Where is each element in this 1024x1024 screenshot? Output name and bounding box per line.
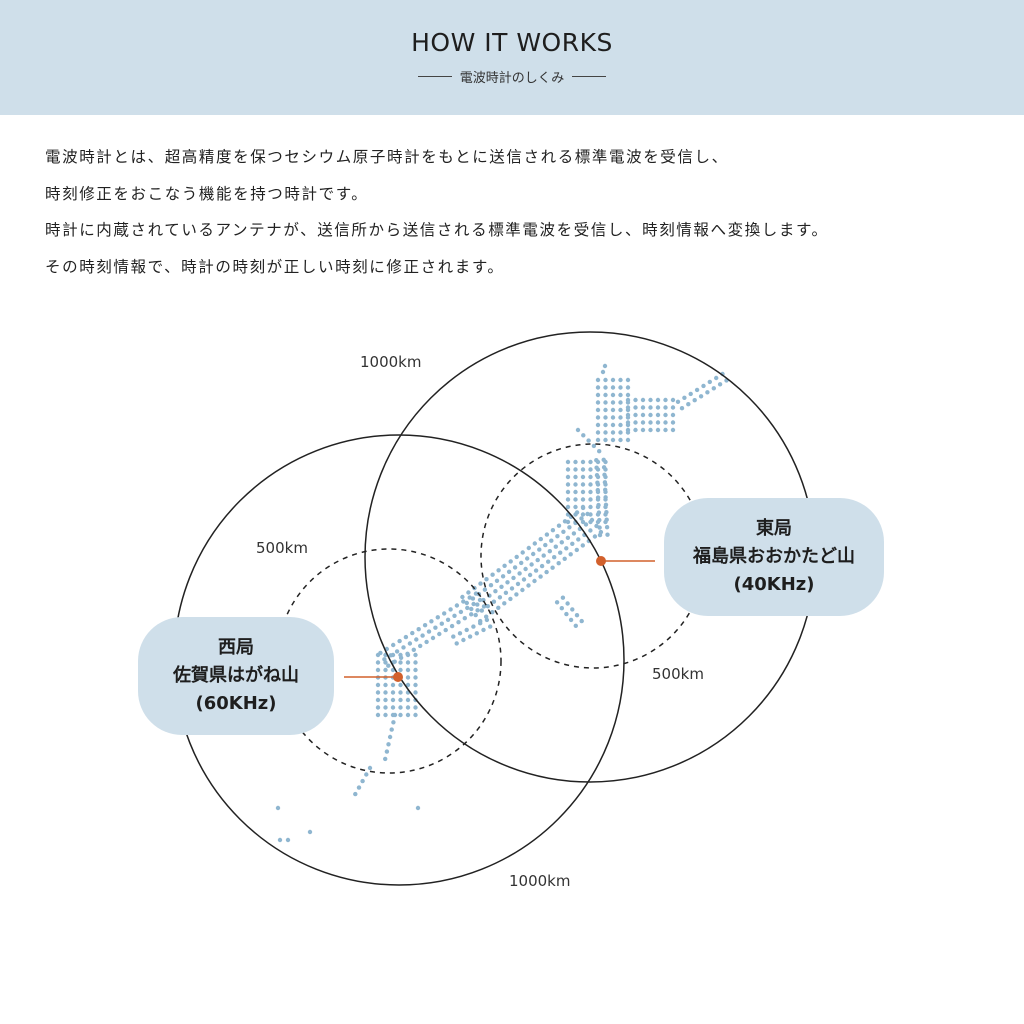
west-station-name: 西局 xyxy=(218,637,254,658)
intro-line: 電波時計とは、超高精度を保つセシウム原子時計をもとに送信される標準電波を受信し、 xyxy=(45,148,729,166)
intro-text: 電波時計とは、超高精度を保つセシウム原子時計をもとに送信される標準電波を受信し、… xyxy=(45,139,1005,285)
east-station-label: 東局 福島県おおかたど山 (40KHz) xyxy=(664,498,884,616)
intro-line: 時計に内蔵されているアンテナが、送信所から送信される標準電波を受信し、時刻情報へ… xyxy=(45,221,829,239)
east-station-marker xyxy=(596,556,606,566)
east-500km-label: 500km xyxy=(652,665,704,683)
east-station-name: 東局 xyxy=(756,518,792,539)
header-banner: HOW IT WORKS 電波時計のしくみ xyxy=(0,0,1024,115)
west-station-marker xyxy=(393,672,403,682)
west-1000km-label: 1000km xyxy=(509,872,570,890)
japan-map-dots xyxy=(275,363,729,843)
intro-line: 時刻修正をおこなう機能を持つ時計です。 xyxy=(45,184,369,203)
intro-line: その時刻情報で、時計の時刻が正しい時刻に修正されます。 xyxy=(45,257,505,276)
section-title: HOW IT WORKS xyxy=(411,28,613,57)
east-1000km-label: 1000km xyxy=(360,353,421,371)
section-subtitle: 電波時計のしくみ xyxy=(459,71,565,86)
east-station-location: 福島県おおかたど山 xyxy=(693,546,855,567)
section-subtitle-row: 電波時計のしくみ xyxy=(0,67,1024,86)
west-station-location: 佐賀県はがね山 xyxy=(173,665,299,686)
west-station-frequency: (60KHz) xyxy=(195,693,277,714)
subtitle-rule-right xyxy=(572,76,607,77)
west-station-label: 西局 佐賀県はがね山 (60KHz) xyxy=(138,617,334,735)
subtitle-rule-left xyxy=(417,76,452,77)
west-500km-label: 500km xyxy=(256,539,308,557)
east-station-frequency: (40KHz) xyxy=(733,574,815,595)
